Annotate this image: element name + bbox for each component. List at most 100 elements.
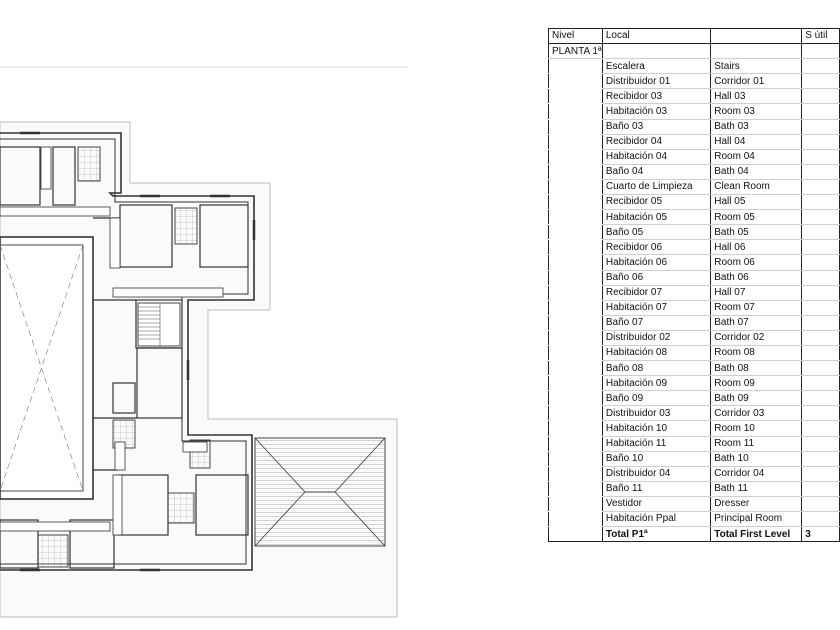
level-cell (548, 300, 603, 316)
local-cell: Recibidor 04 (601, 134, 712, 150)
local-cell: Distribuidor 03 (601, 405, 712, 422)
area-cell (801, 254, 840, 271)
local-cell: Habitación 03 (601, 103, 712, 120)
table-header-row: Nivel Local S útil (548, 27, 840, 45)
local-cell: Baño 11 (601, 481, 712, 497)
translation-cell: Corridor 01 (710, 73, 803, 90)
translation-cell: Bath 08 (710, 360, 803, 377)
translation-cell: Principal Room (710, 511, 803, 528)
local-cell: Baño 10 (601, 451, 712, 467)
translation-cell: Bath 10 (710, 451, 803, 467)
level-cell (548, 224, 603, 241)
area-cell (801, 209, 840, 226)
local-cell: Baño 07 (601, 315, 712, 331)
local-cell: Baño 06 (601, 270, 712, 286)
translation-cell: Room 09 (710, 375, 803, 392)
local-cell: Cuarto de Limpieza (601, 179, 712, 196)
area-cell (801, 420, 840, 437)
level-cell (548, 164, 603, 180)
total-translation: Total First Level (710, 526, 803, 543)
area-cell (801, 360, 840, 377)
area-cell (801, 300, 840, 316)
area-cell (801, 58, 840, 75)
level-cell (548, 451, 603, 467)
level-cell (548, 270, 603, 286)
area-cell (801, 73, 840, 90)
translation-cell: Clean Room (710, 179, 803, 196)
total-area: 3 (801, 526, 840, 543)
header-area: S útil (801, 27, 840, 45)
translation-cell: Bath 11 (710, 481, 803, 497)
area-cell (801, 285, 840, 301)
area-cell (801, 511, 840, 528)
level-cell (548, 73, 603, 90)
header-translation (710, 27, 803, 45)
level-cell (548, 103, 603, 120)
area-cell (801, 88, 840, 105)
translation-cell: Corridor 02 (710, 330, 803, 346)
area-cell (801, 375, 840, 392)
level-cell (548, 390, 603, 407)
translation-cell: Bath 09 (710, 390, 803, 407)
level-cell (548, 405, 603, 422)
header-level: Nivel (548, 27, 603, 45)
translation-cell: Room 03 (710, 103, 803, 120)
level-cell (548, 149, 603, 165)
translation-cell: Room 05 (710, 209, 803, 226)
area-cell (801, 451, 840, 467)
local-cell: Distribuidor 01 (601, 73, 712, 90)
area-cell (801, 481, 840, 497)
level-cell (548, 315, 603, 331)
level-name: PLANTA 1ª (548, 43, 603, 60)
local-cell: Recibidor 03 (601, 88, 712, 105)
level-cell (548, 511, 603, 528)
local-cell: Distribuidor 02 (601, 330, 712, 346)
area-cell (801, 103, 840, 120)
bathroom-tiles (37, 146, 211, 568)
local-cell: Habitación 04 (601, 149, 712, 165)
translation-cell: Corridor 04 (710, 466, 803, 482)
level-cell (548, 239, 603, 256)
level-cell (548, 254, 603, 271)
level-cell (548, 194, 603, 211)
translation-cell: Room 04 (710, 149, 803, 165)
area-cell (801, 194, 840, 211)
translation-cell: Bath 07 (710, 315, 803, 331)
level-cell (548, 496, 603, 513)
translation-cell: Hall 03 (710, 88, 803, 105)
local-cell: Recibidor 06 (601, 239, 712, 256)
local-cell: Habitación 11 (601, 436, 712, 452)
level-cell (548, 330, 603, 346)
total-local: Total P1ª (601, 526, 712, 543)
area-cell (801, 436, 840, 452)
local-cell: Habitación 10 (601, 420, 712, 437)
level-cell (548, 375, 603, 392)
local-cell: Baño 05 (601, 224, 712, 241)
area-cell (801, 330, 840, 346)
translation-cell: Hall 05 (710, 194, 803, 211)
translation-cell: Stairs (710, 58, 803, 75)
level-cell (548, 345, 603, 362)
translation-cell: Hall 04 (710, 134, 803, 150)
local-cell: Habitación 08 (601, 345, 712, 362)
level-cell (548, 466, 603, 482)
translation-cell: Bath 03 (710, 119, 803, 135)
